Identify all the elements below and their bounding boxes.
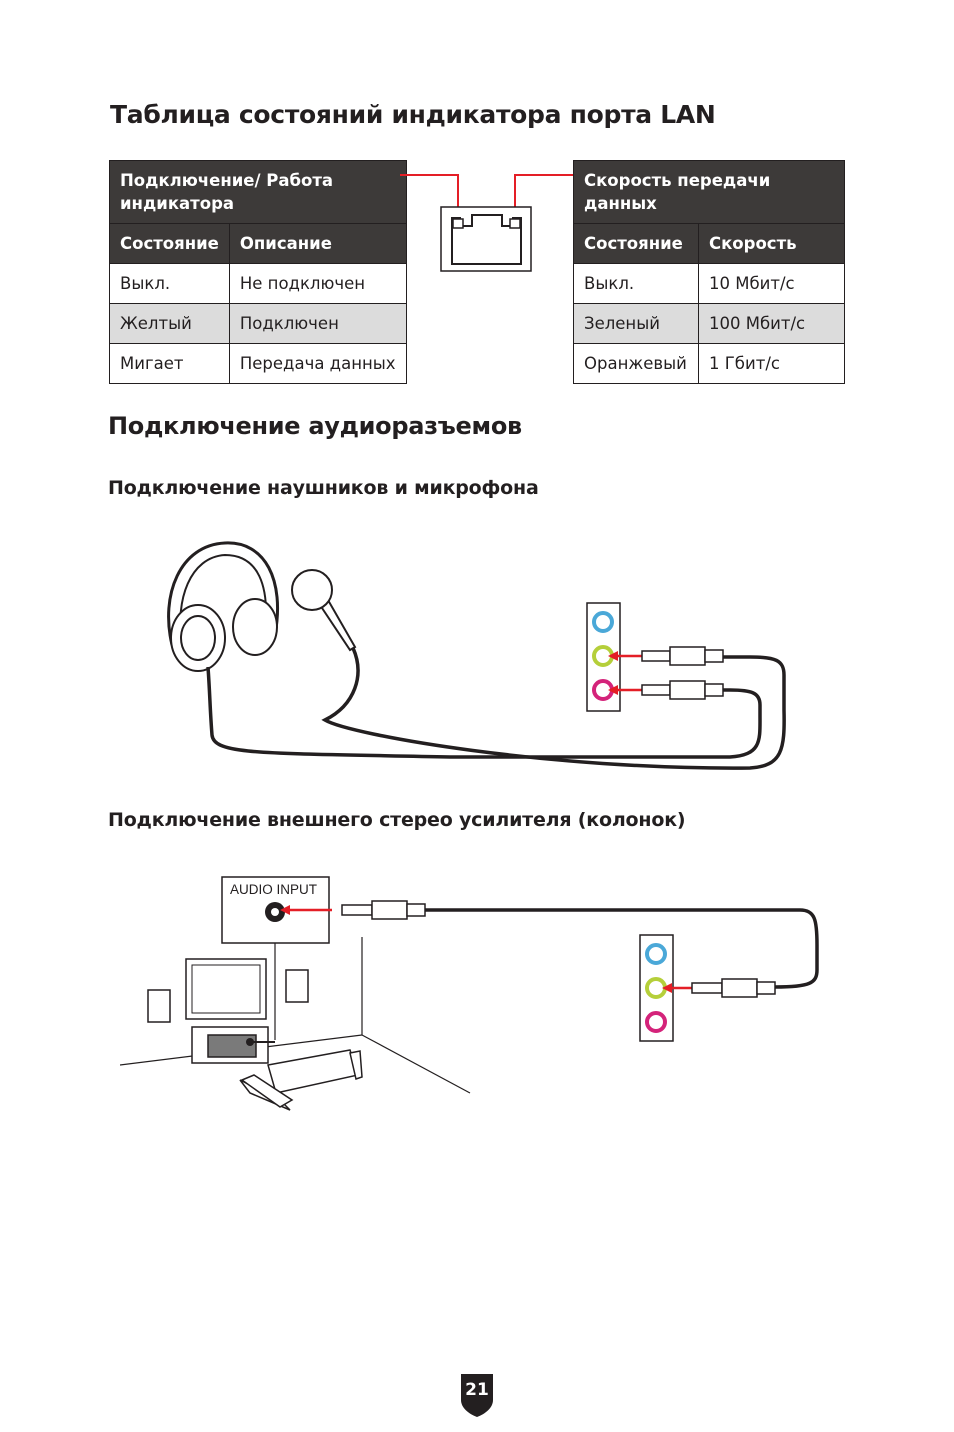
column-header: Скорость	[698, 223, 845, 264]
speaker-cable	[425, 908, 819, 989]
lan-link-table: Подключение/ Работа индикатора Состояние…	[109, 160, 407, 384]
headphones-mic-diagram	[167, 541, 786, 770]
table-cell: 1 Гбит/с	[698, 343, 845, 384]
mic-cable	[321, 647, 786, 770]
speaker-right-icon	[285, 969, 309, 1003]
table-cell: Выкл.	[573, 263, 699, 304]
table-cell: Мигает	[109, 343, 230, 384]
lan-speed-table: Скорость передачи данных Состояние Скоро…	[573, 160, 845, 384]
lan-port-diagram	[400, 174, 573, 272]
speakers-diagram: AUDIO INPUT	[120, 876, 819, 1111]
table-row: Оранжевый 1 Гбит/с	[573, 343, 845, 384]
line-in-jack-icon	[592, 611, 614, 633]
table-cell: Не подключен	[228, 263, 407, 304]
speakers-subtitle: Подключение внешнего стерео усилителя (к…	[108, 809, 686, 831]
table-caption: Подключение/ Работа индикатора	[109, 160, 407, 224]
audio-plug-icon	[641, 646, 724, 666]
audio-plug-icon	[691, 978, 776, 998]
mic-in-jack-icon	[645, 1011, 667, 1033]
table-cell: Выкл.	[109, 263, 230, 304]
table-cell: Подключен	[228, 303, 407, 344]
amplifier-icon	[207, 1034, 257, 1058]
headphones-icon	[167, 541, 280, 672]
callout-line-left	[400, 174, 459, 220]
table-cell: 10 Мбит/с	[698, 263, 845, 304]
audio-plug-icon	[341, 900, 426, 920]
led-left-icon	[452, 218, 464, 229]
table-row: Желтый Подключен	[109, 303, 407, 344]
column-header: Состояние	[573, 223, 699, 264]
column-header: Состояние	[109, 223, 230, 264]
arrow-icon	[280, 905, 290, 915]
table-cell: Желтый	[109, 303, 230, 344]
headphone-cable	[206, 666, 762, 759]
arrow-icon	[608, 685, 618, 695]
headphones-subtitle: Подключение наушников и микрофона	[108, 477, 539, 499]
audio-input-label: AUDIO INPUT	[230, 882, 317, 897]
lan-section-title: Таблица состояний индикатора порта LAN	[110, 100, 716, 129]
speaker-left-icon	[147, 989, 171, 1023]
audio-section-title: Подключение аудиоразъемов	[108, 412, 522, 440]
arrow-icon	[662, 983, 672, 993]
table-row: Мигает Передача данных	[109, 343, 407, 384]
line-in-jack-icon	[645, 943, 667, 965]
table-cell: Передача данных	[228, 343, 407, 384]
table-row: Зеленый 100 Мбит/с	[573, 303, 845, 344]
page-number-badge	[461, 1374, 493, 1417]
column-header: Описание	[228, 223, 407, 264]
audio-plug-icon	[641, 680, 724, 700]
led-right-icon	[509, 218, 521, 229]
arrow-icon	[608, 651, 618, 661]
table-cell: Оранжевый	[573, 343, 699, 384]
table-row: Выкл. Не подключен	[109, 263, 407, 304]
lan-port-icon	[440, 206, 532, 272]
sofa-icon	[239, 1049, 363, 1111]
microphone-icon	[291, 569, 357, 652]
table-caption: Скорость передачи данных	[573, 160, 845, 224]
table-cell: Зеленый	[573, 303, 699, 344]
callout-line-right	[514, 174, 573, 220]
table-cell: 100 Мбит/с	[698, 303, 845, 344]
page-number: 21	[465, 1380, 489, 1400]
table-row: Выкл. 10 Мбит/с	[573, 263, 845, 304]
